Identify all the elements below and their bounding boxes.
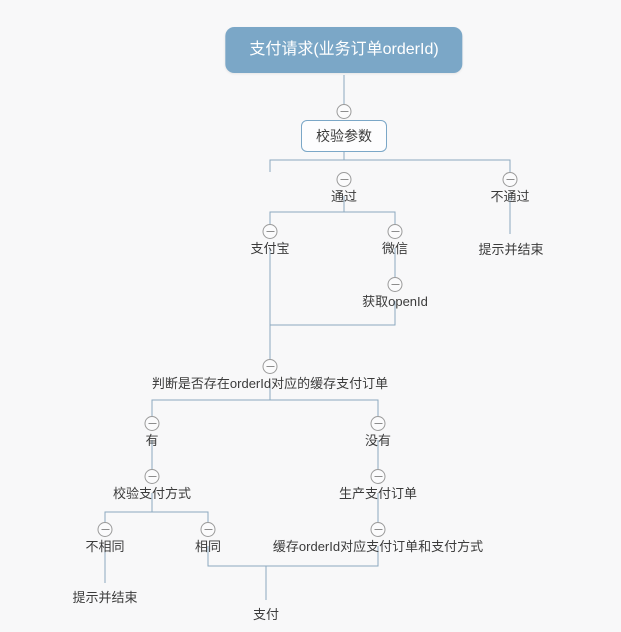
node-fail-end[interactable]: 提示并结束 (476, 242, 545, 258)
collapse-minus-circle-icon[interactable] (144, 469, 160, 484)
node-check-cached-order[interactable]: 判断是否存在orderId对应的缓存支付订单 (150, 376, 390, 392)
node-label: 生产支付订单 (338, 486, 418, 501)
node-label: 支付请求(业务订单orderId) (249, 41, 439, 58)
node-label: 获取openId (362, 294, 428, 309)
node-label: 判断是否存在orderId对应的缓存支付订单 (151, 376, 389, 391)
collapse-minus-circle-icon[interactable] (262, 224, 278, 239)
node-label: 有 (145, 433, 159, 448)
edge-connector (344, 211, 396, 224)
node-not-same-end[interactable]: 提示并结束 (70, 590, 139, 606)
node-alipay[interactable]: 支付宝 (248, 241, 291, 257)
node-label: 不相同 (85, 539, 125, 554)
node-payment-request[interactable]: 支付请求(业务订单orderId) (225, 27, 463, 73)
node-pay[interactable]: 支付 (251, 607, 281, 623)
node-label: 不通过 (490, 189, 530, 204)
node-label: 支付 (252, 607, 280, 622)
node-label: 通过 (330, 189, 358, 204)
collapse-minus-circle-icon[interactable] (262, 359, 278, 374)
node-same[interactable]: 相同 (193, 539, 223, 555)
edge-connector (270, 399, 379, 416)
node-fail[interactable]: 不通过 (488, 189, 531, 205)
node-has-cache[interactable]: 有 (143, 433, 160, 449)
node-not-same[interactable]: 不相同 (83, 539, 126, 555)
collapse-minus-circle-icon[interactable] (370, 469, 386, 484)
node-label: 提示并结束 (72, 590, 138, 605)
collapse-minus-circle-icon[interactable] (336, 172, 352, 187)
node-label: 校验参数 (316, 128, 372, 144)
node-wechat[interactable]: 微信 (380, 241, 410, 257)
node-create-pay-order[interactable]: 生产支付订单 (337, 486, 419, 502)
node-label: 提示并结束 (478, 242, 544, 257)
node-label: 相同 (194, 539, 222, 554)
collapse-minus-circle-icon[interactable] (336, 104, 352, 119)
node-pass[interactable]: 通过 (329, 189, 359, 205)
node-label: 没有 (364, 433, 392, 448)
collapse-minus-circle-icon[interactable] (144, 416, 160, 431)
collapse-minus-circle-icon[interactable] (387, 224, 403, 239)
edge-connector (344, 159, 511, 172)
collapse-minus-circle-icon[interactable] (502, 172, 518, 187)
node-get-openid[interactable]: 获取openId (360, 294, 430, 310)
node-no-cache[interactable]: 没有 (363, 433, 393, 449)
edge-connector (152, 511, 209, 522)
collapse-minus-circle-icon[interactable] (387, 277, 403, 292)
node-label: 校验支付方式 (112, 486, 192, 501)
node-label: 微信 (381, 241, 409, 256)
node-label: 支付宝 (250, 241, 290, 256)
collapse-minus-circle-icon[interactable] (370, 416, 386, 431)
collapse-minus-circle-icon[interactable] (97, 522, 113, 537)
node-validate-params[interactable]: 校验参数 (301, 120, 387, 152)
collapse-minus-circle-icon[interactable] (370, 522, 386, 537)
node-verify-pay-method[interactable]: 校验支付方式 (111, 486, 193, 502)
collapse-minus-circle-icon[interactable] (200, 522, 216, 537)
node-cache-order-and-method[interactable]: 缓存orderId对应支付订单和支付方式 (271, 539, 485, 555)
node-label: 缓存orderId对应支付订单和支付方式 (272, 539, 484, 554)
